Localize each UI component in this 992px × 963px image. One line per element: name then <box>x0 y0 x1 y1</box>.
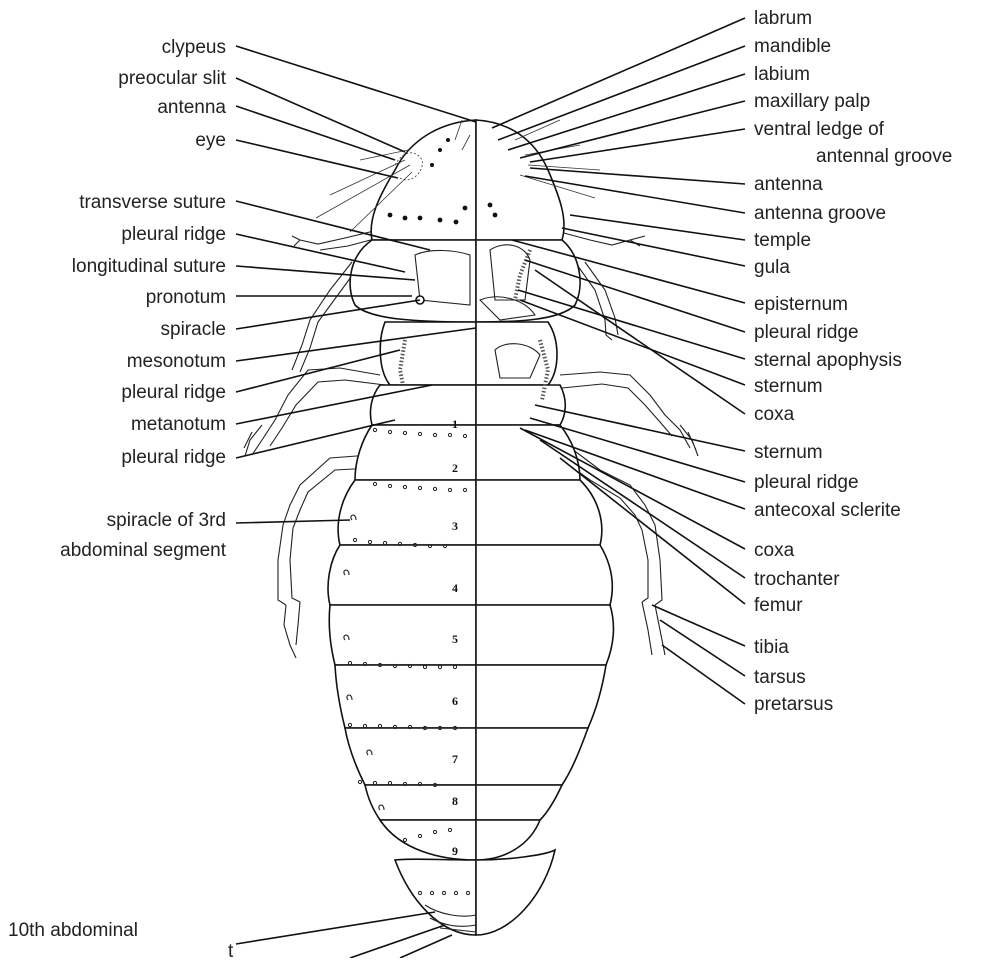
label-pleural-ridge-right-2: pleural ridge <box>754 472 859 493</box>
label-episternum: episternum <box>754 294 848 315</box>
label-pretarsus: pretarsus <box>754 694 833 715</box>
label-antenna-left: antenna <box>157 97 226 118</box>
label-10th-abdominal: 10th abdominal <box>8 920 138 941</box>
label-labrum: labrum <box>754 8 812 29</box>
label-ventral-ledge-of: ventral ledge of <box>754 119 885 140</box>
label-pleural-ridge-left-2: pleural ridge <box>121 382 226 403</box>
label-temple: temple <box>754 230 811 251</box>
label-clypeus: clypeus <box>162 37 226 58</box>
label-antennal-groove: antennal groove <box>816 146 952 167</box>
label-longitudinal-suture: longitudinal suture <box>72 256 226 277</box>
segment-number-5: 5 <box>452 632 458 646</box>
label-mandible: mandible <box>754 36 831 57</box>
label-tibia: tibia <box>754 637 789 658</box>
label-spiracle: spiracle <box>161 319 226 340</box>
labels-left: clypeus preocular slit antenna eye trans… <box>8 37 234 958</box>
label-pleural-ridge-right-1: pleural ridge <box>754 322 859 343</box>
segment-number-6: 6 <box>452 694 458 708</box>
segment-number-1: 1 <box>452 417 458 431</box>
label-sternum-1: sternum <box>754 376 823 397</box>
label-spiracle-3rd: spiracle of 3rd <box>107 510 226 531</box>
label-transverse-suture: transverse suture <box>79 192 226 213</box>
segment-number-9: 9 <box>452 844 458 858</box>
segment-number-3: 3 <box>452 519 458 533</box>
label-femur: femur <box>754 595 803 616</box>
label-metanotum: metanotum <box>131 414 226 435</box>
label-coxa-1: coxa <box>754 404 795 425</box>
label-eye: eye <box>195 130 226 151</box>
label-labium: labium <box>754 64 810 85</box>
label-partial: t <box>228 941 234 958</box>
label-sternal-apophysis: sternal apophysis <box>754 350 902 371</box>
segment-number-2: 2 <box>452 461 458 475</box>
label-pleural-ridge-left-3: pleural ridge <box>121 447 226 468</box>
labels-right: labrum mandible labium maxillary palp ve… <box>754 8 952 715</box>
label-antenna-groove: antenna groove <box>754 203 886 224</box>
label-abdominal-segment: abdominal segment <box>60 540 227 561</box>
label-pleural-ridge-left-1: pleural ridge <box>121 224 226 245</box>
segment-number-8: 8 <box>452 794 458 808</box>
segment-number-4: 4 <box>452 581 458 595</box>
label-trochanter: trochanter <box>754 569 840 590</box>
label-coxa-2: coxa <box>754 540 795 561</box>
label-mesonotum: mesonotum <box>127 351 226 372</box>
label-maxillary-palp: maxillary palp <box>754 91 870 112</box>
label-preocular-slit: preocular slit <box>118 68 226 89</box>
label-gula: gula <box>754 257 790 278</box>
head <box>316 120 600 240</box>
label-pronotum: pronotum <box>146 287 226 308</box>
label-antenna-right: antenna <box>754 174 823 195</box>
label-antecoxal-sclerite: antecoxal sclerite <box>754 500 901 521</box>
segment-number-7: 7 <box>452 752 458 766</box>
label-tarsus: tarsus <box>754 667 806 688</box>
label-sternum-2: sternum <box>754 442 823 463</box>
